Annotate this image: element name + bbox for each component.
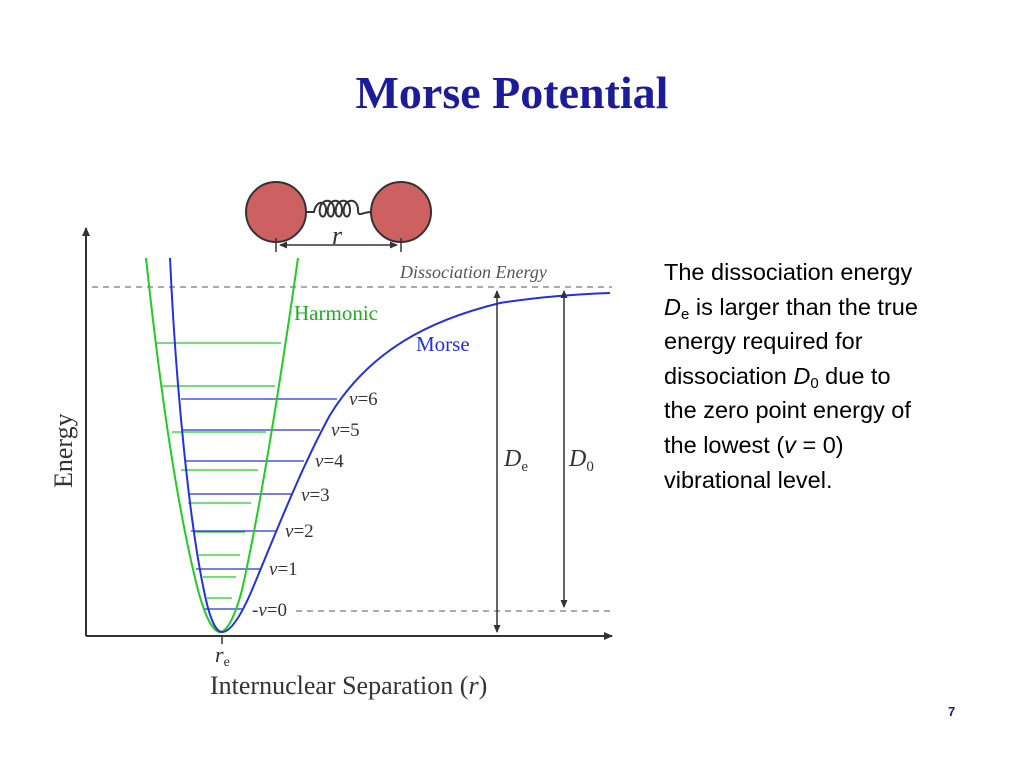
explanation-text: The dissociation energy De is larger tha… xyxy=(664,255,994,497)
level-label-v0: -v=0 xyxy=(252,600,287,621)
level-label-v2: v=2 xyxy=(285,521,314,542)
text-line-6-pre: the lowest ( xyxy=(664,431,785,458)
y-axis-label: Energy xyxy=(49,413,78,488)
text-de-subscript: e xyxy=(680,305,690,323)
text-line-7: vibrational level. xyxy=(664,466,833,493)
text-line-2: is larger than the true xyxy=(689,293,918,320)
harmonic-label: Harmonic xyxy=(294,301,378,325)
harmonic-levels xyxy=(155,342,281,599)
re-label: re xyxy=(215,642,230,670)
text-v-symbol: v xyxy=(784,431,796,458)
text-d0-symbol: D xyxy=(793,362,811,389)
spring-label: r xyxy=(332,221,343,250)
level-label-v4: v=4 xyxy=(315,451,344,472)
atom-right xyxy=(370,181,432,243)
morse-label: Morse xyxy=(416,332,470,356)
dissociation-energy-label: Dissociation Energy xyxy=(399,262,547,282)
level-label-v5: v=5 xyxy=(331,420,360,441)
level-label-v6: v=6 xyxy=(349,389,378,410)
text-de-symbol: D xyxy=(664,293,681,320)
level-label-v1: v=1 xyxy=(269,559,298,580)
text-line-1: The dissociation energy xyxy=(664,259,913,285)
text-line-4-pre: dissociation xyxy=(664,362,794,389)
text-line-3: energy required for xyxy=(664,328,863,355)
spring xyxy=(306,199,372,218)
x-axis-label: Internuclear Separation (r) xyxy=(210,671,487,700)
vibrational-level-labels: v=6 v=5 v=4 v=3 v=2 v=1 -v=0 xyxy=(252,389,378,621)
d0-label: D0 xyxy=(568,446,594,475)
molecule-illustration: r xyxy=(245,181,432,252)
text-d0-subscript: 0 xyxy=(810,374,819,392)
de-label: De xyxy=(503,446,528,475)
level-label-v3: v=3 xyxy=(301,485,330,506)
page-number: 7 xyxy=(948,704,956,719)
morse-curve xyxy=(169,257,611,634)
text-line-5: the zero point energy of xyxy=(664,397,911,424)
morse-levels xyxy=(181,398,337,610)
slide-title: Morse Potential xyxy=(355,67,669,118)
atom-left xyxy=(245,181,307,243)
text-line-4-post: due to xyxy=(818,362,891,389)
text-line-6-post: = 0) xyxy=(795,431,844,458)
